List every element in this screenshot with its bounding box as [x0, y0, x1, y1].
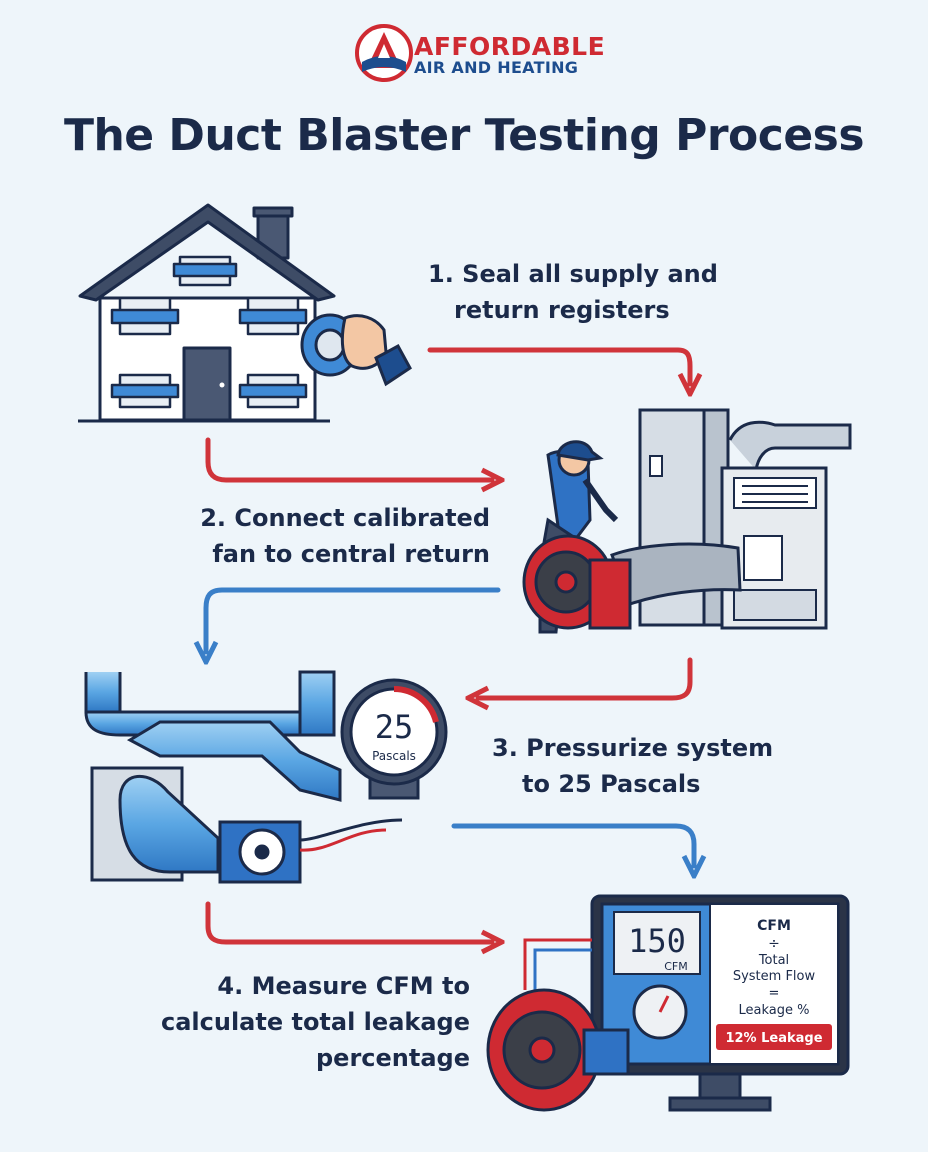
step-4-caption: 4. Measure CFM to calculate total leakag… [100, 968, 470, 1076]
gauge-value: 25 [375, 708, 414, 746]
step-1-line-1: 1. Seal all supply and [428, 260, 718, 288]
arrow-3-label [478, 657, 693, 698]
flow-arrows [205, 347, 694, 942]
arrow-3-to-4 [451, 823, 694, 866]
step-2-line-1: 2. Connect calibrated [200, 504, 490, 532]
arrow-2-label [205, 437, 492, 480]
leakage-badge [716, 1024, 832, 1050]
gauge-unit: Pascals [372, 749, 416, 763]
page-title: The Duct Blaster Testing Process [63, 110, 865, 161]
step-4-line-2: calculate total leakage [160, 1008, 470, 1036]
blower-fan-icon [486, 938, 630, 1112]
step-3-line-1: 3. Pressurize system [492, 734, 774, 762]
formula-top: CFM [757, 918, 791, 934]
arrow-1-to-2 [427, 347, 690, 384]
cfm-readout: 150 [628, 922, 686, 960]
pressure-gauge-icon: 25 Pascals [340, 678, 448, 800]
step-3-line-2: to 25 Pascals [522, 770, 701, 798]
technician-icon [522, 440, 742, 634]
formula-divide: ÷ [768, 936, 780, 952]
logo-icon [355, 24, 413, 82]
step-1-line-2: return registers [454, 296, 670, 324]
cfm-unit: CFM [664, 960, 688, 973]
formula-mid2: System Flow [733, 969, 816, 984]
formula-mid1: Total [758, 953, 789, 968]
leakage-badge-label: 12% Leakage [725, 1031, 822, 1046]
formula-result: Leakage % [739, 1003, 810, 1018]
step-4-line-1: 4. Measure CFM to [217, 972, 470, 1000]
tape-hand-icon [300, 313, 412, 387]
brand-tagline: AIR AND HEATING [414, 58, 579, 77]
step-3-caption: 3. Pressurize system to 25 Pascals [492, 730, 773, 802]
brand-name: AFFORDABLE [414, 32, 606, 61]
ductwork-icon [84, 670, 403, 884]
step-2-caption: 2. Connect calibrated fan to central ret… [150, 500, 490, 572]
monitor-icon: 150 CFM CFM ÷ Total System Flow = Leakag… [590, 894, 850, 1112]
arrow-4-label [205, 901, 492, 942]
arrow-2-to-3 [206, 587, 501, 652]
step-2-line-2: fan to central return [212, 540, 490, 568]
house-icon [78, 203, 336, 423]
step-4-line-3: percentage [315, 1044, 470, 1072]
formula-equals: = [769, 986, 780, 1001]
step-1-caption: 1. Seal all supply and return registers [428, 256, 718, 328]
